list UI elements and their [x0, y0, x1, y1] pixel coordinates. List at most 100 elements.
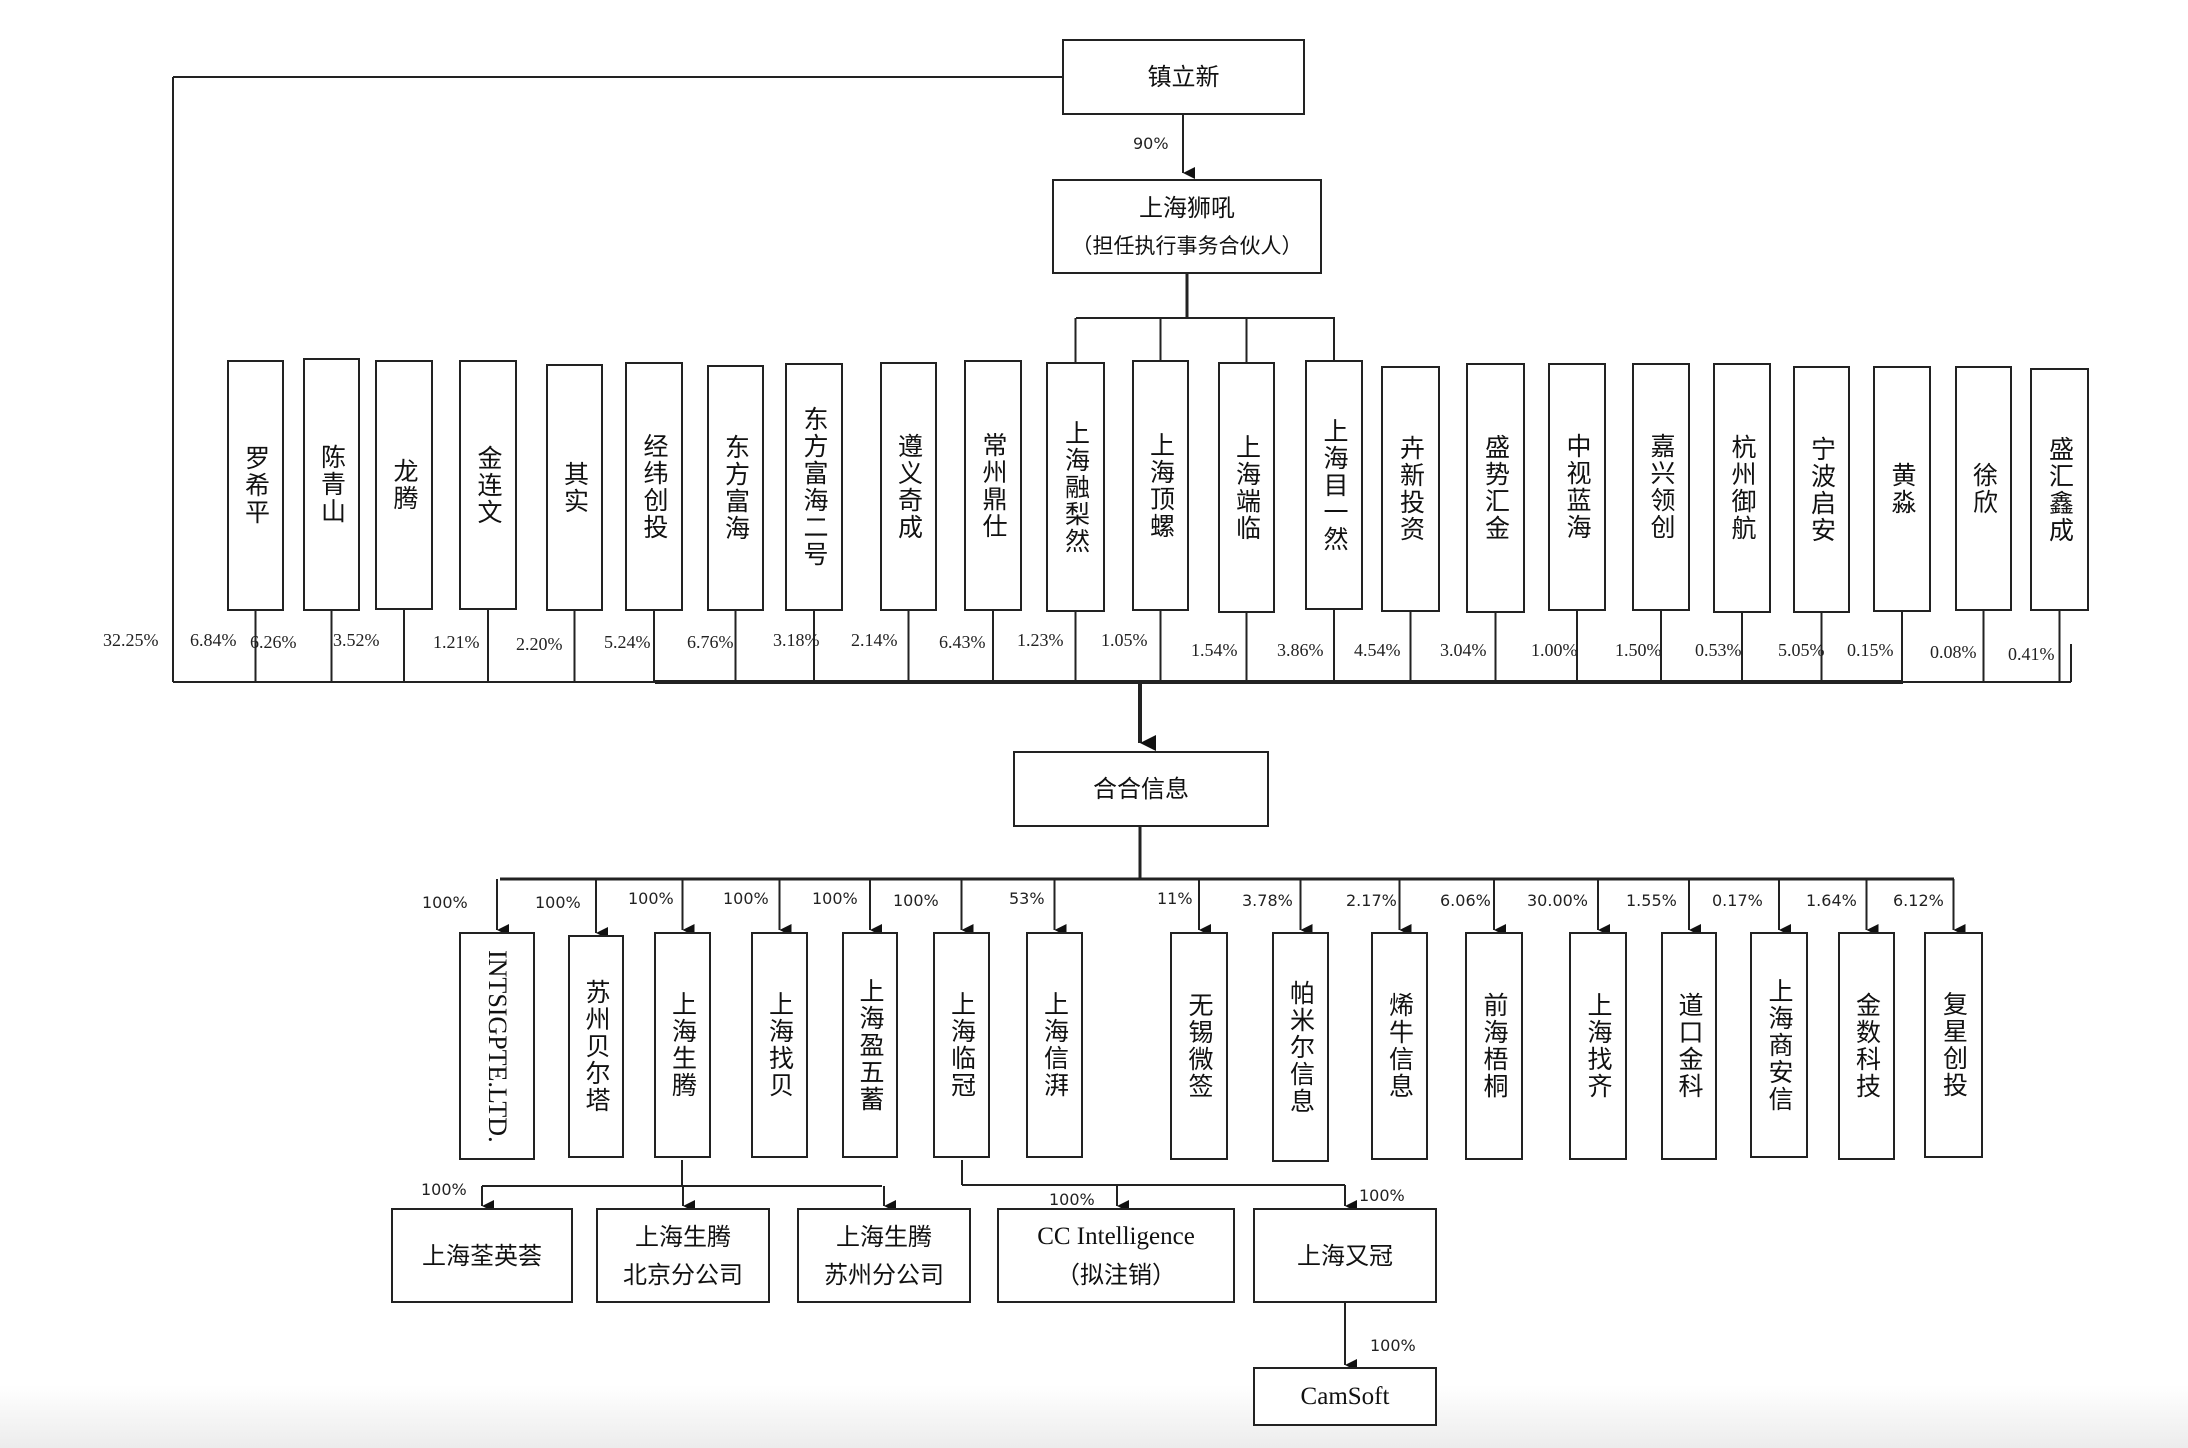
shareholder-pct: 0.41% [2008, 644, 2055, 664]
shareholder-pct: 3.04% [1440, 640, 1487, 660]
subsidiary-box[interactable]: 上海信湃 [1026, 932, 1083, 1158]
shareholder-name: 遵义奇成 [894, 432, 924, 541]
shareholder-box[interactable]: 卉新投资 [1381, 366, 1440, 612]
shareholder-box[interactable]: 上海目一然 [1305, 360, 1363, 610]
shareholder-pct: 0.08% [1930, 642, 1977, 662]
shareholder-pct: 2.20% [516, 634, 563, 654]
subsidiary-pct: 1.64% [1806, 891, 1857, 910]
gp-name: 上海狮吼 [1139, 193, 1235, 222]
shareholder-pct: 6.26% [250, 632, 297, 652]
shareholder-name: 盛汇鑫成 [2045, 435, 2075, 544]
shareholder-box[interactable]: 经纬创投 [625, 362, 683, 611]
shareholder-pct: 3.86% [1277, 640, 1324, 660]
subsidiary-name: 上海生腾 [668, 991, 698, 1099]
subsidiary-pct: 1.55% [1626, 891, 1677, 910]
shareholder-name: 卉新投资 [1396, 435, 1426, 543]
shareholder-name: 嘉兴领创 [1647, 433, 1676, 541]
shareholder-pct: 3.52% [333, 630, 380, 650]
shareholder-box[interactable]: 常州鼎仕 [964, 360, 1022, 611]
subsidiary-box[interactable]: 复星创投 [1924, 932, 1983, 1158]
subsidiary-box[interactable]: 道口金科 [1661, 932, 1717, 1160]
shareholder-box[interactable]: 上海端临 [1218, 362, 1275, 613]
shareholder-box[interactable]: 嘉兴领创 [1632, 363, 1690, 611]
subsidiary-box[interactable]: 无锡微签 [1170, 932, 1228, 1160]
shareholder-pct: 2.14% [851, 630, 898, 650]
subsidiary-box[interactable]: 上海找齐 [1569, 932, 1627, 1160]
controller-box[interactable]: 镇立新 [1062, 39, 1305, 115]
subsidiary-box[interactable]: 苏州贝尔塔 [568, 935, 624, 1158]
shareholder-box[interactable]: 黄淼 [1873, 366, 1931, 612]
shareholder-pct: 6.84% [190, 630, 237, 650]
shareholder-box[interactable]: 中视蓝海 [1548, 363, 1606, 611]
shareholder-box[interactable]: 金连文 [459, 360, 517, 610]
shareholder-box[interactable]: 上海融梨然 [1046, 362, 1105, 612]
shareholder-box[interactable]: 遵义奇成 [880, 362, 937, 611]
linguan-child-pct: 100% [1049, 1190, 1095, 1209]
child-name-line2: 苏州分公司 [824, 1260, 944, 1289]
subsidiary-pct: 2.17% [1346, 891, 1397, 910]
subsidiary-box[interactable]: 前海梧桐 [1465, 932, 1523, 1160]
subsidiary-pct: 100% [535, 893, 581, 912]
child-name-line1: 上海生腾 [635, 1222, 731, 1251]
company-box[interactable]: 合合信息 [1013, 751, 1269, 827]
linguan-child-pct: 100% [1359, 1186, 1405, 1205]
shengteng-child-box[interactable]: 上海生腾苏州分公司 [797, 1208, 971, 1303]
subsidiary-box[interactable]: 金数科技 [1838, 932, 1895, 1160]
shareholder-box[interactable]: 盛势汇金 [1466, 363, 1525, 613]
camsoft-box[interactable]: CamSoft [1253, 1367, 1437, 1426]
shareholder-box[interactable]: 杭州御航 [1713, 363, 1771, 613]
subsidiary-name: 金数科技 [1852, 992, 1882, 1100]
shareholder-pct: 1.05% [1101, 630, 1148, 650]
shareholder-name: 罗希平 [241, 445, 271, 526]
subsidiary-box[interactable]: 上海商安信 [1750, 932, 1808, 1158]
shareholder-box[interactable]: 龙腾 [375, 360, 433, 610]
subsidiary-box[interactable]: 上海临冠 [933, 932, 990, 1158]
subsidiary-name: 上海临冠 [947, 991, 977, 1099]
shareholder-box[interactable]: 其实 [546, 364, 603, 611]
shengteng-child-box[interactable]: 上海生腾北京分公司 [596, 1208, 770, 1303]
subsidiary-box[interactable]: 上海找贝 [751, 932, 808, 1158]
shareholder-name: 上海融梨然 [1061, 419, 1091, 555]
shareholder-pct: 1.00% [1531, 640, 1578, 660]
gp-note: （担任执行事务合伙人） [1071, 233, 1303, 258]
shareholder-pct: 6.76% [687, 632, 734, 652]
subsidiary-box[interactable]: 烯牛信息 [1371, 932, 1428, 1160]
child-name-line2: （拟注销） [1056, 1260, 1176, 1289]
shareholder-box[interactable]: 徐欣 [1955, 366, 2012, 611]
subsidiary-name: 前海梧桐 [1480, 992, 1509, 1100]
shareholder-pct: 4.54% [1354, 640, 1401, 660]
shareholder-box[interactable]: 罗希平 [227, 360, 284, 611]
subsidiary-name: 无锡微签 [1185, 992, 1214, 1100]
subsidiary-pct: 53% [1009, 889, 1045, 908]
shareholder-box[interactable]: 宁波启安 [1793, 366, 1850, 613]
shareholder-name: 杭州御航 [1728, 434, 1757, 542]
company-name: 合合信息 [1093, 775, 1189, 803]
linguan-child-box[interactable]: 上海又冠 [1253, 1208, 1437, 1303]
shareholder-box[interactable]: 上海顶螺 [1132, 360, 1189, 611]
controller-direct-pct: 32.25% [103, 630, 159, 650]
gp-box[interactable]: 上海狮吼 （担任执行事务合伙人） [1052, 179, 1322, 274]
subsidiary-box[interactable]: 上海生腾 [654, 932, 711, 1158]
shareholder-box[interactable]: 盛汇鑫成 [2030, 368, 2089, 611]
child-name-line1: 上海荃英荟 [422, 1241, 542, 1270]
subsidiary-pct: 100% [628, 889, 674, 908]
subsidiary-name: 烯牛信息 [1385, 992, 1415, 1100]
shareholder-box[interactable]: 东方富海二号 [785, 363, 843, 611]
shareholder-pct: 1.21% [433, 632, 480, 652]
shareholder-pct: 5.24% [604, 632, 651, 652]
subsidiary-box[interactable]: INTSIGPTE.LTD. [459, 932, 535, 1160]
subsidiary-box[interactable]: 上海盈五蓄 [842, 932, 898, 1158]
shengteng-child-box[interactable]: 上海荃英荟 [391, 1208, 573, 1303]
shareholder-pct: 1.23% [1017, 630, 1064, 650]
linguan-child-box[interactable]: CC Intelligence（拟注销） [997, 1208, 1235, 1303]
subsidiary-name: 复星创投 [1939, 991, 1969, 1099]
subsidiary-name: 上海找贝 [765, 991, 795, 1099]
shareholder-name: 陈青山 [317, 444, 347, 525]
shareholder-box[interactable]: 东方富海 [707, 365, 764, 611]
subsidiary-pct: 0.17% [1712, 891, 1763, 910]
shareholder-pct: 0.53% [1695, 640, 1742, 660]
shareholder-box[interactable]: 陈青山 [303, 358, 360, 611]
subsidiary-box[interactable]: 帕米尔信息 [1272, 932, 1329, 1162]
shareholder-name: 黄淼 [1888, 462, 1917, 516]
shareholder-name: 经纬创投 [640, 432, 669, 541]
